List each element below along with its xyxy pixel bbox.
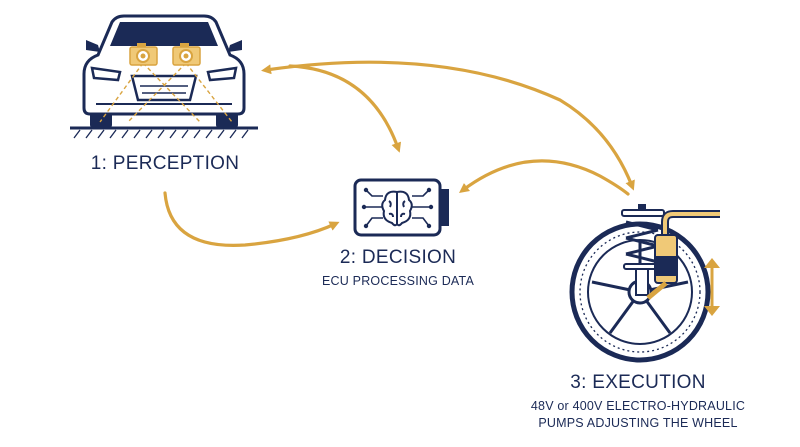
arrow-perception-decision — [163, 191, 340, 247]
perception-title: 1: PERCEPTION — [90, 153, 240, 174]
camera-icon — [172, 43, 201, 66]
car-front-icon — [70, 14, 258, 139]
arrow-perception-decision-upper — [288, 64, 402, 153]
up-down-arrow-icon — [704, 258, 720, 316]
arrow-execution-decision — [458, 159, 630, 196]
execution-subtitle-line1: 48V or 400V ELECTRO-HYDRAULIC — [530, 399, 746, 413]
brain-icon — [381, 190, 413, 227]
camera-sensing-lines — [99, 62, 233, 123]
camera-icon — [129, 43, 158, 66]
execution-title: 3: EXECUTION — [570, 372, 706, 393]
decision-subtitle: ECU PROCESSING DATA — [322, 274, 474, 288]
flow-arrows — [163, 60, 635, 247]
ecu-chip-icon — [353, 178, 449, 237]
hydraulic-damper-icon — [646, 210, 720, 300]
execution-subtitle-line2: PUMPS ADJUSTING THE WHEEL — [538, 416, 738, 430]
arrow-perception-execution — [261, 60, 635, 191]
decision-title: 2: DECISION — [339, 247, 457, 268]
coil-spring-icon — [621, 204, 665, 296]
